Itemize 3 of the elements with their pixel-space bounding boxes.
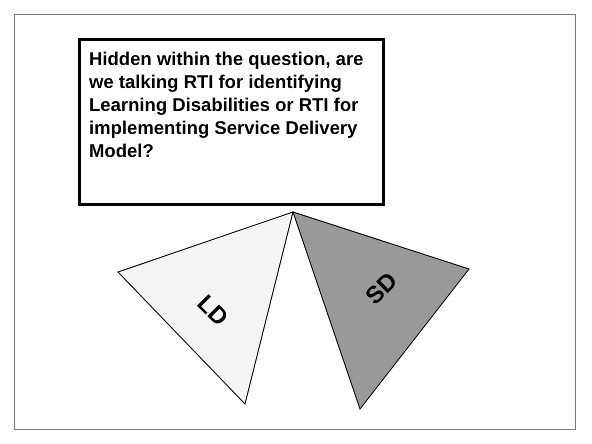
triangle-label: LD — [190, 290, 234, 332]
triangle-label: SD — [360, 267, 404, 311]
question-box: Hidden within the question, are we talking RTI for identifying Learning Disabilities or RTI for implementing Service Delivery Model? — [78, 38, 385, 206]
